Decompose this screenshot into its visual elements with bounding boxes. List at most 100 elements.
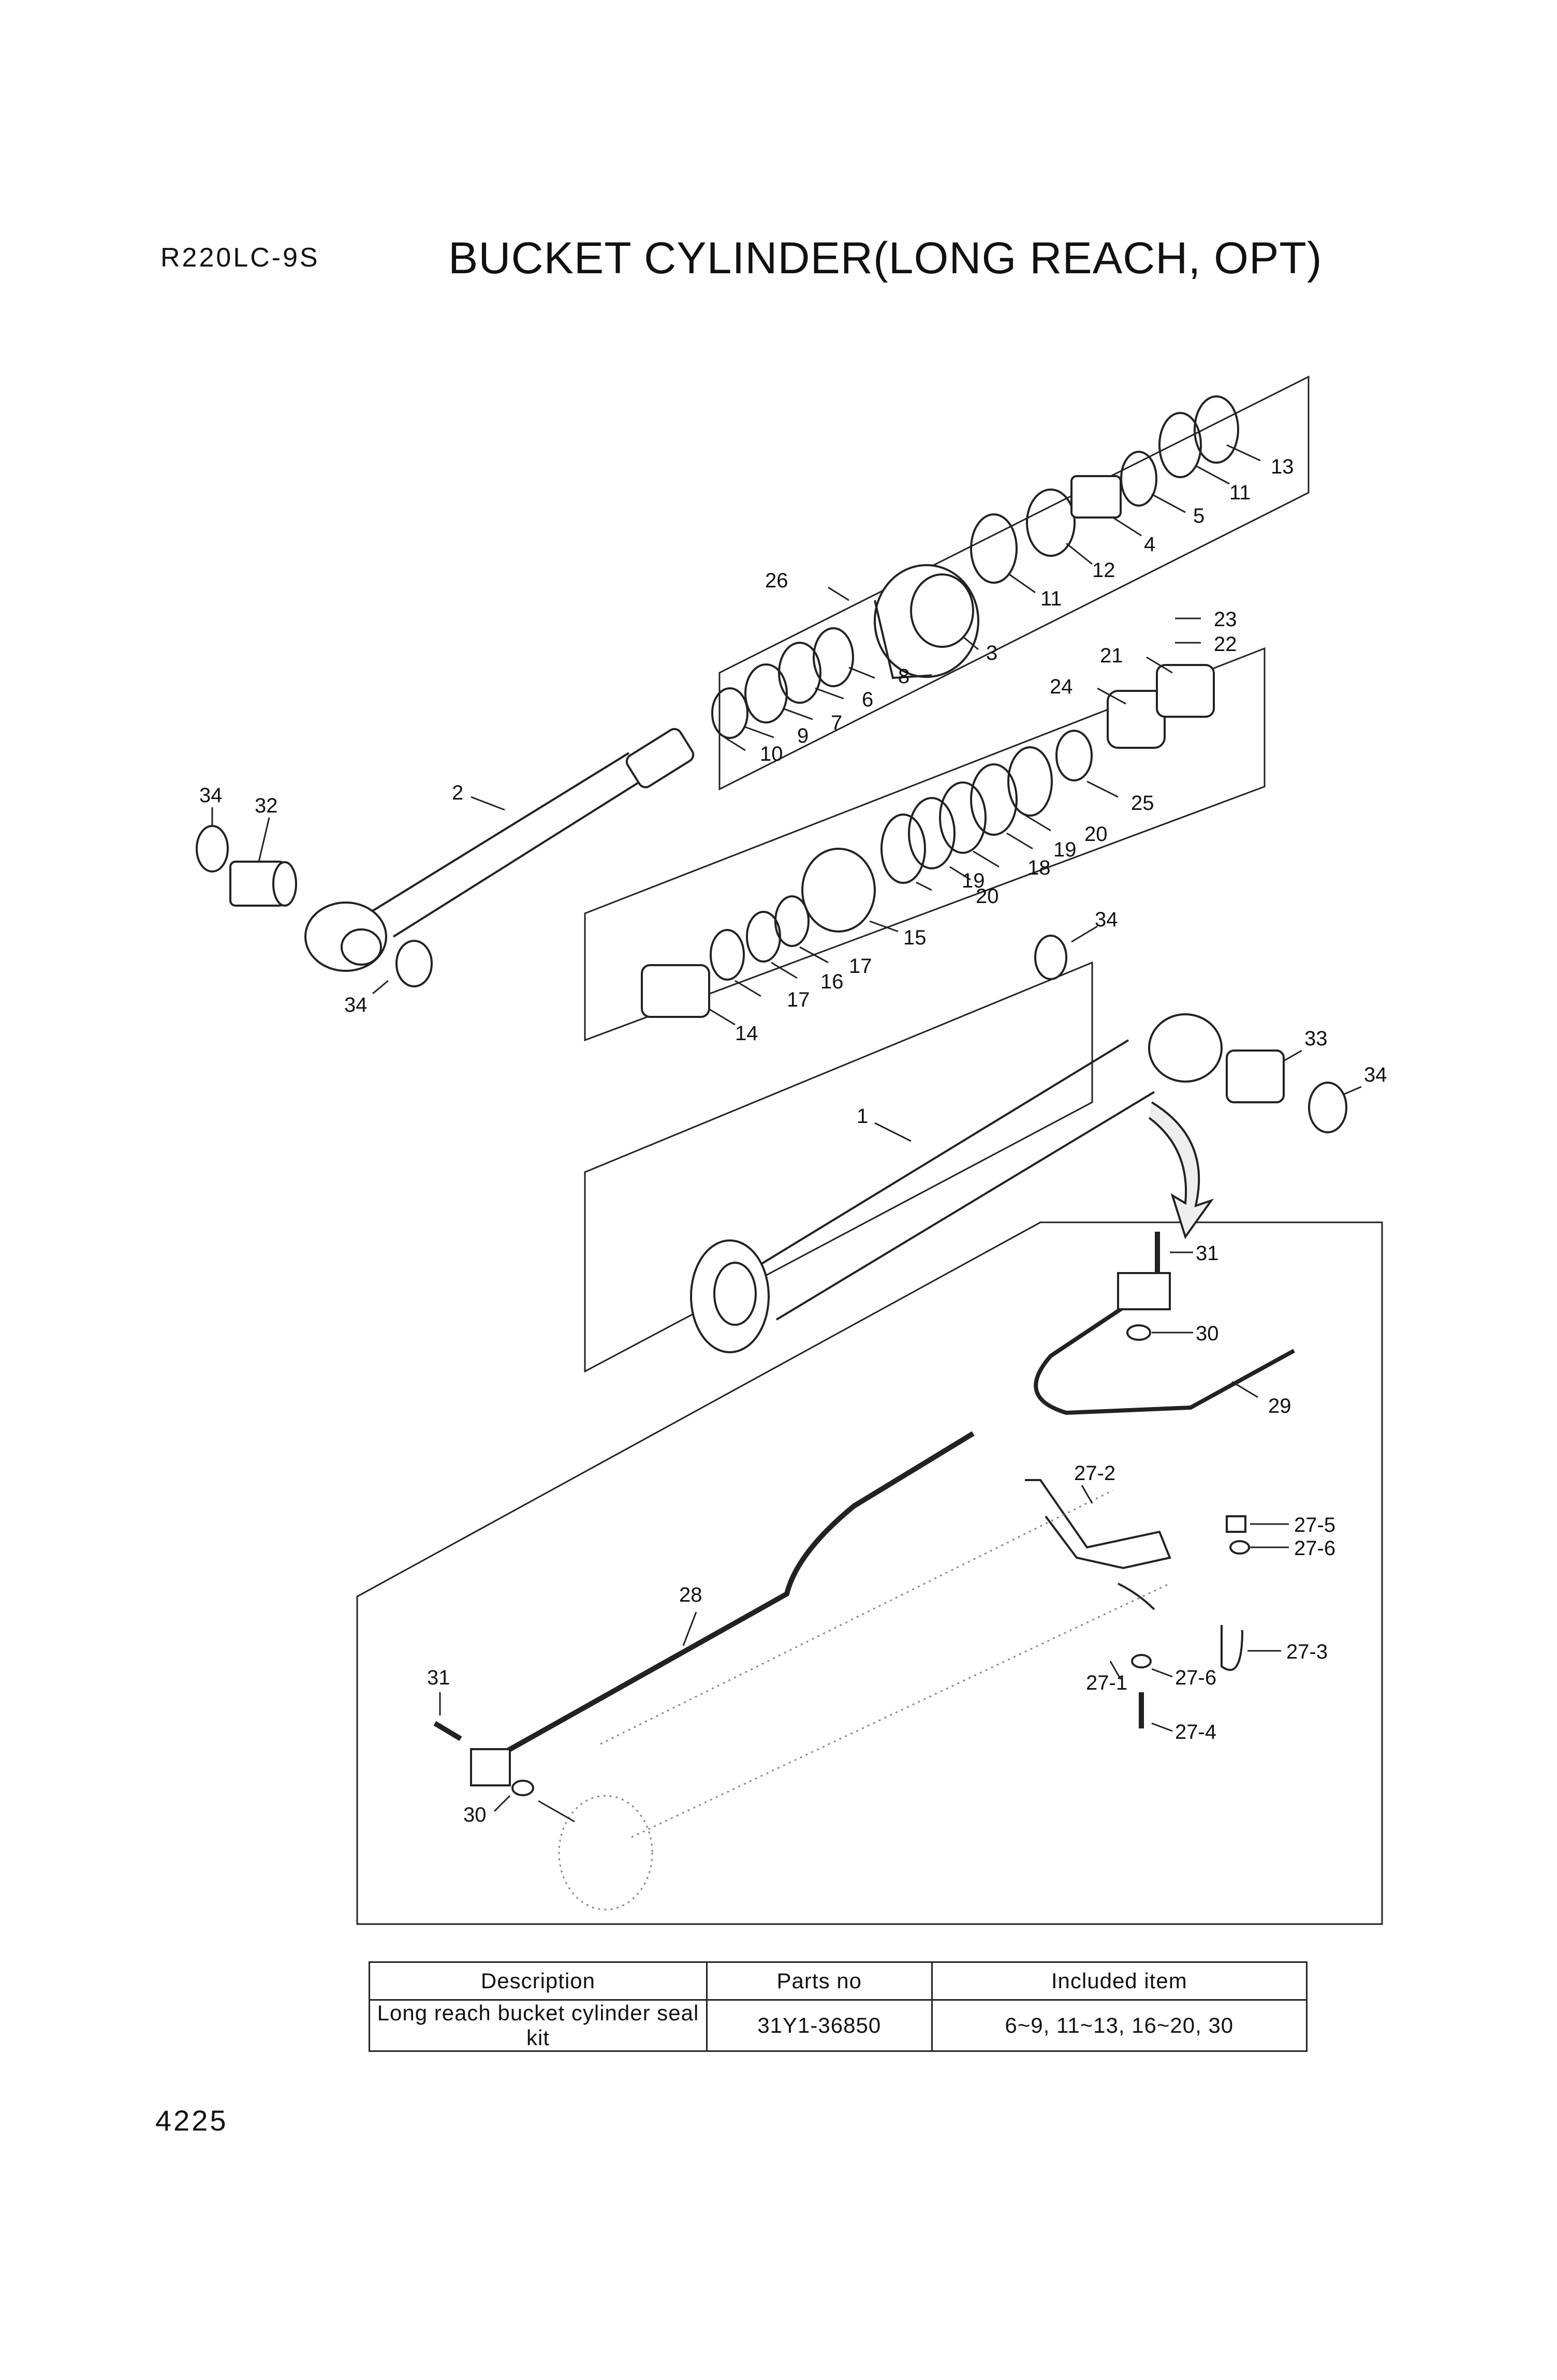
callout-28: 28 bbox=[679, 1584, 702, 1606]
seal-ring-12 bbox=[1026, 489, 1076, 557]
detail-arrow bbox=[1148, 1101, 1214, 1239]
seal-ring-17b bbox=[710, 929, 745, 981]
bushing-32 bbox=[229, 861, 297, 907]
callout-31: 31 bbox=[427, 1666, 450, 1689]
callout-26: 26 bbox=[765, 569, 788, 592]
seal-ring-16 bbox=[746, 911, 781, 963]
callout-27-1: 27-1 bbox=[1086, 1672, 1127, 1694]
callout-21: 21 bbox=[1100, 644, 1123, 667]
callout-32: 32 bbox=[255, 794, 278, 817]
callout-10: 10 bbox=[760, 743, 783, 765]
seal-ring-18 bbox=[939, 781, 987, 854]
seal-ring-19b bbox=[908, 797, 956, 869]
piston-group-frame bbox=[584, 647, 1266, 1042]
pipe-28 bbox=[490, 1431, 975, 1762]
u-bolt-27-3 bbox=[1221, 1625, 1243, 1671]
callout-14: 14 bbox=[735, 1022, 758, 1045]
callout-4: 4 bbox=[1144, 533, 1155, 556]
nut-27-5 bbox=[1226, 1515, 1246, 1533]
dust-seal-ring bbox=[1308, 1082, 1347, 1133]
cushion-ring-21 bbox=[1156, 664, 1215, 718]
callout-11: 11 bbox=[1040, 587, 1062, 610]
callout-20: 20 bbox=[1084, 823, 1108, 846]
seal-ring-6 bbox=[778, 642, 821, 704]
o-ring-30 bbox=[1126, 1324, 1151, 1341]
cell-description: Long reach bucket cylinder seal kit bbox=[369, 1999, 708, 2052]
callout-3: 3 bbox=[986, 642, 997, 664]
seal-ring-11 bbox=[970, 513, 1018, 584]
seal-ring-7 bbox=[744, 663, 788, 723]
callout-12: 12 bbox=[1092, 559, 1115, 582]
callout-19: 19 bbox=[962, 869, 985, 892]
callout-8: 8 bbox=[898, 665, 909, 688]
callout-25: 25 bbox=[1131, 792, 1154, 815]
callout-29: 29 bbox=[1268, 1395, 1291, 1417]
callout-17: 17 bbox=[787, 988, 810, 1011]
clamp-bracket-27-2 bbox=[1025, 1479, 1171, 1570]
table-row: Long reach bucket cylinder seal kit 31Y1… bbox=[369, 1999, 1308, 2052]
cell-included-item: 6~9, 11~13, 16~20, 30 bbox=[931, 1999, 1308, 2052]
callout-7: 7 bbox=[831, 712, 842, 734]
piston-15 bbox=[801, 848, 876, 933]
callout-18: 18 bbox=[1027, 856, 1051, 879]
callout-34: 34 bbox=[344, 994, 368, 1016]
callout-31: 31 bbox=[1196, 1242, 1219, 1265]
callout-27-6: 27-6 bbox=[1175, 1666, 1216, 1689]
piping-group-frame bbox=[356, 1221, 1383, 1925]
seal-ring-19 bbox=[970, 763, 1018, 836]
callout-27-4: 27-4 bbox=[1175, 1721, 1216, 1743]
callout-20: 20 bbox=[976, 885, 999, 908]
page-number: 4225 bbox=[155, 2104, 228, 2137]
callout-30: 30 bbox=[1196, 1322, 1219, 1345]
seal-ring-8 bbox=[813, 627, 854, 687]
callout-22: 22 bbox=[1214, 633, 1237, 656]
callout-labels: 13 11 5 4 12 11 26 3 8 6 7 9 10 23 22 21… bbox=[199, 455, 1387, 1826]
callout-17: 17 bbox=[849, 955, 872, 978]
seal-ring-5 bbox=[1120, 451, 1157, 507]
callout-9: 9 bbox=[797, 725, 809, 747]
seal-ring-20 bbox=[1007, 746, 1053, 817]
callout-30: 30 bbox=[463, 1804, 487, 1826]
dust-seal-ring bbox=[1034, 935, 1067, 980]
callout-13: 13 bbox=[1271, 455, 1294, 478]
callout-15: 15 bbox=[903, 926, 927, 949]
flange-block bbox=[1117, 1272, 1171, 1310]
callout-34: 34 bbox=[1364, 1063, 1387, 1086]
tube-group-frame bbox=[584, 961, 1093, 1373]
flange-block bbox=[470, 1748, 511, 1786]
phantom-cylinder bbox=[558, 1489, 1170, 1911]
callout-5: 5 bbox=[1193, 505, 1205, 527]
col-parts-no: Parts no bbox=[706, 1961, 933, 2001]
callout-24: 24 bbox=[1050, 675, 1073, 698]
o-ring-30 bbox=[511, 1780, 534, 1796]
page-title: BUCKET CYLINDER(LONG REACH, OPT) bbox=[448, 233, 1323, 283]
bolt-31 bbox=[433, 1721, 462, 1741]
seal-ring-9 bbox=[711, 687, 748, 739]
seal-ring-13 bbox=[1194, 395, 1239, 464]
callout-19: 19 bbox=[1053, 838, 1077, 861]
leader-lines bbox=[211, 444, 1362, 1823]
washer-27-6b bbox=[1229, 1540, 1250, 1555]
seal-ring-11b bbox=[1158, 412, 1202, 478]
dust-seal-ring bbox=[196, 825, 229, 873]
callout-2: 2 bbox=[452, 781, 463, 804]
clamp-bracket-27-1 bbox=[1118, 1583, 1155, 1610]
rod-cover bbox=[874, 564, 979, 679]
col-description: Description bbox=[369, 1961, 708, 2001]
callout-27-6: 27-6 bbox=[1294, 1537, 1335, 1560]
seal-ring-20b bbox=[880, 814, 926, 884]
callout-16: 16 bbox=[820, 970, 844, 993]
callout-27-3: 27-3 bbox=[1286, 1640, 1328, 1663]
bushing-14 bbox=[641, 964, 710, 1018]
callout-6: 6 bbox=[862, 688, 873, 711]
callout-33: 33 bbox=[1304, 1027, 1328, 1050]
seal-kit-table: Description Parts no Included item Long … bbox=[369, 1961, 1308, 2052]
callout-1: 1 bbox=[857, 1105, 868, 1128]
callout-34: 34 bbox=[199, 784, 223, 807]
callout-23: 23 bbox=[1214, 608, 1237, 631]
callout-27-5: 27-5 bbox=[1294, 1514, 1335, 1536]
callout-34: 34 bbox=[1095, 908, 1118, 931]
bushing-33 bbox=[1226, 1049, 1285, 1103]
bushing-4 bbox=[1070, 475, 1122, 519]
cylinder-tube bbox=[690, 1013, 1223, 1353]
